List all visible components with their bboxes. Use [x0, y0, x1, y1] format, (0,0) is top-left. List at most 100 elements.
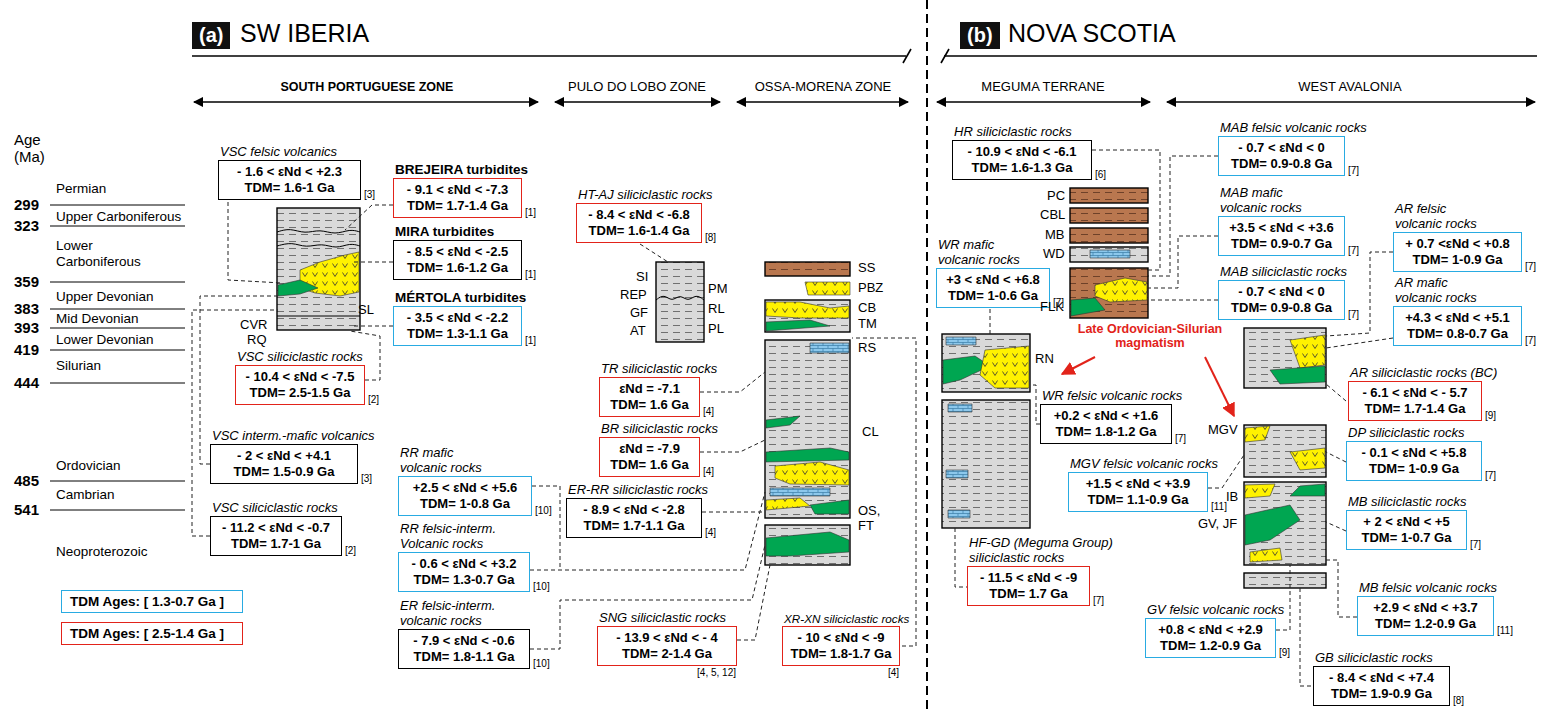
age-value: 323 — [14, 217, 39, 234]
isotope-value: TDM= 1.7-1.4 Ga — [1356, 401, 1474, 417]
strat-column — [1070, 208, 1148, 223]
isotope-data-box: BR siliciclastic rocksεNd = -7.9TDM= 1.6… — [599, 437, 700, 477]
lithology-patch — [1290, 335, 1325, 368]
reference-number: [3] — [364, 189, 375, 200]
unit-label: CBL — [1040, 208, 1065, 223]
isotope-value: TDM= 1.3-1.1 Ga — [401, 326, 514, 342]
reference-number: [11] — [1211, 501, 1227, 512]
leader-line — [1092, 150, 1160, 270]
reference-number: [10] — [535, 505, 552, 516]
isotope-data-box: MB felsic volcanic rocks+2.9 < εNd < +3.… — [1357, 596, 1494, 636]
unit-label: CL — [862, 425, 879, 440]
leader-line — [737, 565, 770, 640]
unit-label: RS — [858, 341, 876, 356]
isotope-value: - 8.4 < εNd < +7.4 — [1321, 670, 1442, 686]
zone-arrow — [937, 101, 1150, 103]
strat-column — [1070, 228, 1148, 243]
lithology-patch — [766, 320, 830, 331]
unit-label: SS — [858, 261, 875, 276]
strat-column — [765, 262, 850, 276]
sample-heading: RR felsic-interm. Volcanic rocks — [400, 521, 520, 552]
unit-label: IB — [1226, 490, 1238, 505]
sample-heading: WR mafic volcanic rocks — [938, 237, 1038, 268]
sample-heading: MB felsic volcanic rocks — [1359, 580, 1497, 596]
zone-name: OSSA-MORENA ZONE — [755, 80, 892, 95]
unit-label: PBZ — [858, 281, 883, 296]
isotope-value: TDM= 0.9-0.8 Ga — [1226, 156, 1337, 172]
legend-swatch: TDM Ages: [ 2.5-1.4 Ga ] — [61, 622, 243, 645]
sample-heading: VSC felsic volcanics — [220, 144, 337, 160]
leader-line — [1148, 300, 1218, 301]
isotope-value: - 11.2 < εNd < -0.7 — [218, 520, 334, 536]
reference-number: [11] — [1497, 625, 1513, 636]
header-rule — [903, 49, 911, 63]
sample-heading: HT-AJ siliciclastic rocks — [578, 187, 713, 203]
isotope-value: - 8.4 < εNd < -6.8 — [584, 207, 694, 223]
panel-title: (a) — [192, 22, 230, 49]
sample-heading: WR felsic volcanic rocks — [1042, 388, 1182, 404]
isotope-value: TDM= 1.3-0.7 Ga — [406, 572, 522, 588]
isotope-value: - 3.5 < εNd < -2.2 — [401, 310, 514, 326]
isotope-value: TDM= 2-1.4 Ga — [605, 646, 729, 662]
isotope-value: - 8.5 < εNd < -2.5 — [401, 244, 514, 260]
lithology-patch — [805, 282, 850, 295]
unit-label: CVR — [240, 318, 267, 333]
isotope-value: TDM= 1.2-0.9 Ga — [1153, 638, 1268, 654]
isotope-data-box: VSC siliciclastic rocks- 10.4 < εNd < -7… — [235, 365, 365, 405]
isotope-data-box: GB siliciclastic rocks- 8.4 < εNd < +7.4… — [1313, 666, 1450, 706]
isotope-value: - 0.7 < εNd < 0 — [1226, 284, 1337, 300]
strat-column — [1244, 573, 1326, 588]
reference-number: [7] — [1470, 539, 1481, 550]
sample-heading: VSC siliciclastic rocks — [212, 500, 338, 516]
zone-arrow — [1167, 101, 1535, 103]
isotope-data-box: AR siliciclastic rocks (BC)- 6.1 < εNd <… — [1348, 381, 1482, 421]
sample-heading: VSC siliciclastic rocks — [237, 349, 363, 365]
legend-text: TDM Ages: [ 2.5-1.4 Ga ] — [70, 625, 234, 642]
lithology-patch — [1095, 278, 1147, 302]
strat-column — [1244, 482, 1326, 565]
isotope-value: TDM= 1.6-1.4 Ga — [584, 223, 694, 239]
age-scale — [50, 205, 185, 510]
isotope-data-box: HT-AJ siliciclastic rocks- 8.4 < εNd < -… — [576, 203, 702, 243]
isotope-value: TDM= 1.7-1.4 Ga — [401, 198, 514, 214]
unit-label: AT — [630, 324, 646, 339]
isotope-value: +4.3 < εNd < +5.1 — [1401, 310, 1514, 326]
age-value: 299 — [14, 196, 39, 213]
lithology-patch — [766, 448, 849, 462]
reference-number: [4] — [888, 667, 899, 678]
lithology-patch — [766, 532, 849, 556]
period-name: Lower Devonian — [56, 332, 154, 348]
header-rules — [192, 49, 1537, 63]
leader-line — [1326, 522, 1346, 531]
leader-line — [1326, 338, 1393, 348]
strat-column — [656, 262, 704, 342]
panel-title: NOVA SCOTIA — [1008, 19, 1176, 48]
legend-swatch: TDM Ages: [ 1.3-0.7 Ga ] — [61, 590, 243, 613]
isotope-value: TDM= 1.6-1.3 Ga — [960, 160, 1084, 176]
isotope-data-box: VSC siliciclastic rocks- 11.2 < εNd < -0… — [210, 516, 342, 556]
unit-label: TM — [858, 317, 877, 332]
period-boundary — [50, 328, 185, 329]
isotope-data-box: XR-XN siliciclastic rocks- 10 < εNd < -9… — [782, 626, 900, 666]
strat-column — [765, 300, 850, 332]
unit-label: MB — [1045, 228, 1065, 243]
leader-line — [1148, 236, 1218, 288]
lithology-patch — [1245, 505, 1300, 545]
lithology-patch — [1250, 548, 1282, 562]
sample-heading: MB siliciclastic rocks — [1348, 494, 1466, 510]
age-value: 485 — [14, 472, 39, 489]
isotope-value: - 1.6 < εNd < +2.3 — [226, 164, 353, 180]
period-boundary — [50, 510, 185, 511]
unit-label: FLK — [1040, 300, 1064, 315]
leader-line — [532, 486, 560, 570]
age-value: 444 — [14, 374, 39, 391]
isotope-data-box: DP siliciclastic rocks- 0.1 < εNd < +5.8… — [1346, 441, 1482, 481]
isotope-data-box: WR mafic volcanic rocks+3 < εNd < +6.8TD… — [936, 268, 1050, 308]
reference-number: [4] — [703, 466, 714, 477]
sample-heading: TR siliciclastic rocks — [601, 361, 717, 377]
sample-heading: BREJEIRA turbidites — [395, 162, 528, 178]
sample-heading: SNG siliciclastic rocks — [599, 610, 726, 626]
isotope-value: - 2 < εNd < +4.1 — [218, 448, 350, 464]
sample-heading: RR mafic volcanic rocks — [400, 445, 495, 476]
